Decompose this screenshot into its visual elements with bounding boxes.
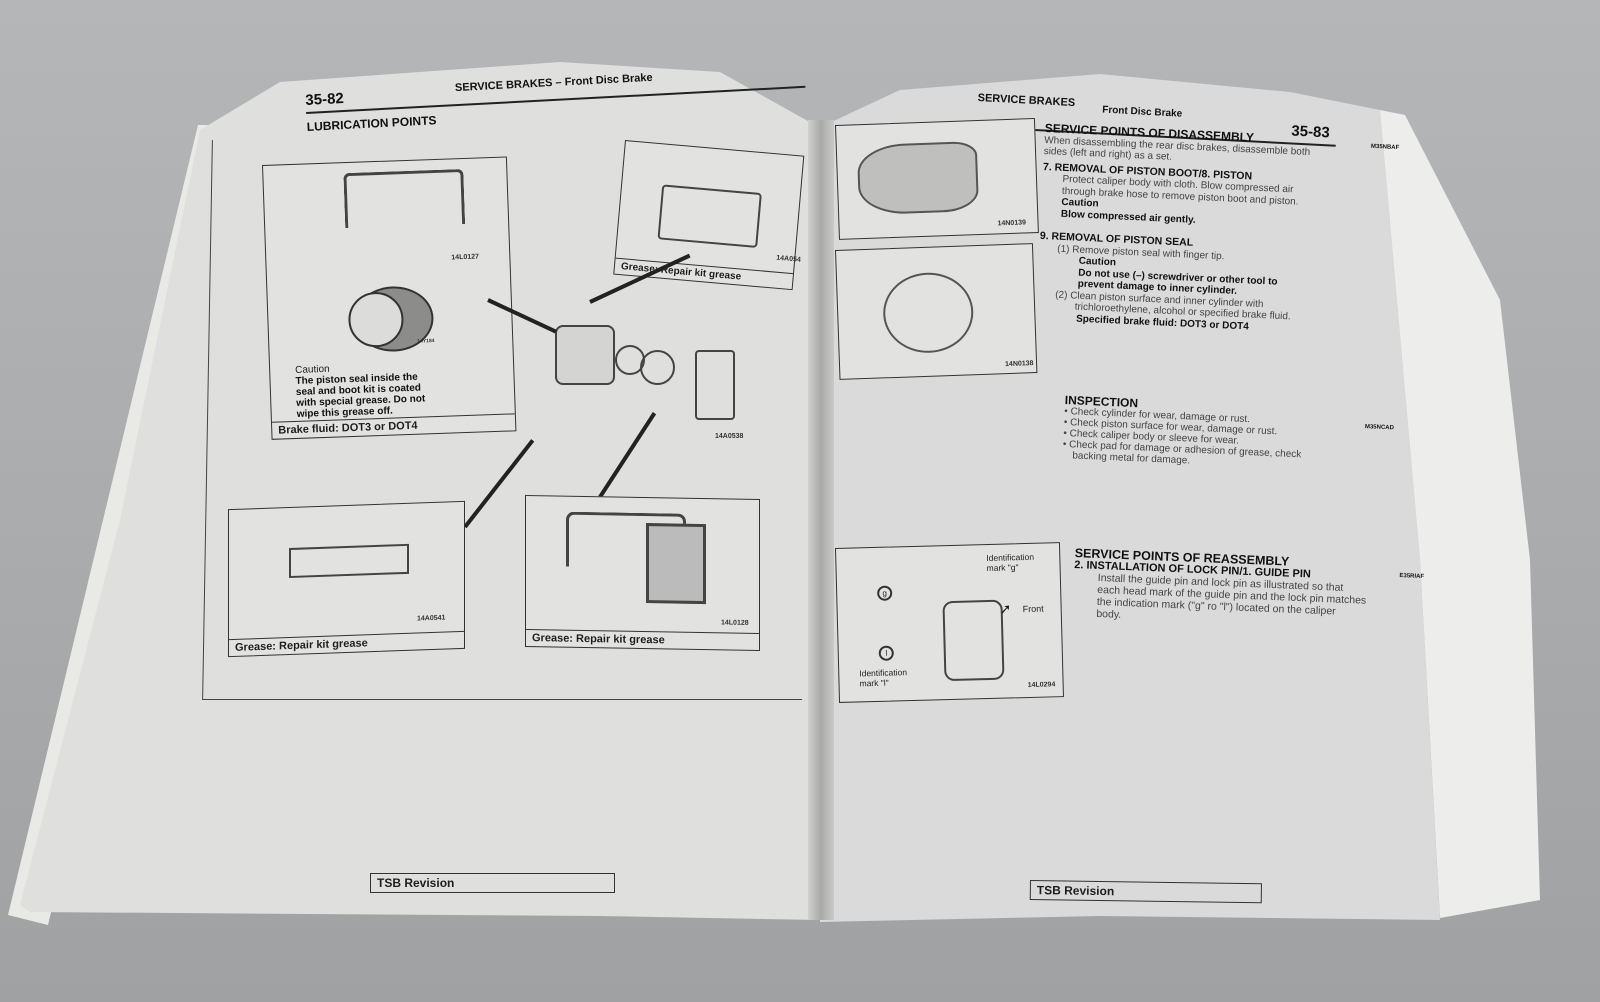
exploded-caliper-drawing: 14A0538 [520,295,743,440]
section-code: M35NBAF [1370,143,1400,152]
book-gutter [808,120,834,920]
figure-caption: Grease: Repair kit grease [526,628,759,651]
disassembly-section: SERVICE POINTS OF DISASSEMBLY M35NBAF Wh… [1036,121,1405,339]
figure-id: 14N0139 [997,219,1027,228]
reassembly-section: SERVICE POINTS OF REASSEMBLY E35RIAF 2. … [1072,546,1425,633]
pin-mark-g: g [877,585,893,601]
figure-id: 14L0294 [1027,681,1056,690]
figure-caliper-grease: 14A054 Grease: Repair kit grease [613,140,805,291]
figure-id: 14A0541 [417,614,446,623]
figure-piston-seal-removal: 14N0138 [835,243,1038,380]
figure-id: 14N0138 [1004,360,1034,369]
figure-piston-boot-removal: 14N0139 [835,118,1039,240]
figure-id: 14L0128 [721,619,749,627]
section-code: E35RIAF [1399,573,1425,581]
figure-piston-seal: 14L0127 14Y184 Caution The piston seal i… [262,156,517,440]
caution-note: Caution The piston seal inside the seal … [295,360,426,420]
right-footer-tsb-revision: TSB Revision [1029,880,1262,904]
front-label: Front [1022,603,1044,615]
figure-id: 14L0127 [451,253,480,262]
figure-sub-id: 14Y184 [417,338,435,345]
figure-id: 14A054 [775,254,802,264]
section-code: M35NCAD [1364,424,1394,432]
pin-mark-l: l [878,645,894,661]
page-number: 35-82 [305,89,345,109]
figure-id: 14A0538 [715,433,744,440]
figure-pin-grease: 14A0541 Grease: Repair kit grease [228,500,465,658]
figure-boot-grease: 14L0128 Grease: Repair kit grease [525,494,760,652]
left-footer-tsb-revision: TSB Revision [370,873,615,893]
front-arrow-icon: ➚ [999,600,1012,617]
